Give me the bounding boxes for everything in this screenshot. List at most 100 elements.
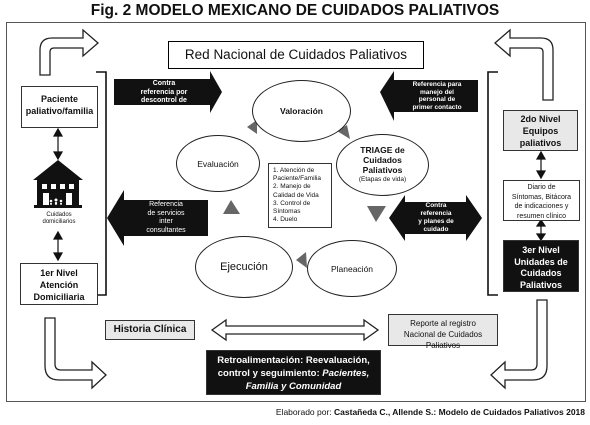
second-level-diary-link-arrow bbox=[535, 150, 547, 180]
national-registry-report-box: Reporte al registro Nacional de Cuidados… bbox=[388, 314, 498, 350]
cycle-arrow-evaluacion-valoracion bbox=[247, 120, 257, 134]
care-goals-line-6: Síntomas bbox=[273, 208, 301, 216]
diary-line-3: de indicaciones y bbox=[514, 203, 569, 210]
left-bracket bbox=[96, 71, 107, 296]
feedback-line-1: Retroalimentación: Reevaluación, bbox=[217, 355, 370, 366]
first-level-box: 1er Nivel Atención Domiciliaria bbox=[20, 263, 98, 305]
counter-referral-plans-arrow bbox=[389, 195, 482, 241]
care-goals-line-3: 2. Manejo de bbox=[273, 183, 311, 191]
referral-consultants-arrow bbox=[107, 190, 208, 246]
credit-prefix: Elaborado por: bbox=[275, 407, 335, 417]
cycle-arrow-ejecucion-evaluacion bbox=[223, 200, 240, 214]
third-level-line-1: 3er Nivel bbox=[522, 245, 560, 255]
credit-suffix: : Modelo de Cuidados Paliativos 2018 bbox=[433, 407, 585, 417]
patient-family-box: Paciente paliativo/familia bbox=[21, 86, 98, 128]
counter-referral-plans-line-4: cuidado bbox=[423, 226, 449, 233]
second-level-line-1: 2do Nivel bbox=[520, 114, 561, 124]
referral-consultants-line-1: Referencia bbox=[149, 201, 183, 208]
referral-consultants-line-3: inter bbox=[159, 218, 173, 225]
evaluacion-node: Evaluación bbox=[176, 135, 260, 192]
bottom-right-elbow-arrow bbox=[490, 299, 548, 390]
cycle-arrow-valoracion-triage bbox=[337, 125, 350, 139]
planeacion-label: Planeación bbox=[330, 263, 374, 274]
second-level-line-3: paliativos bbox=[519, 138, 562, 148]
valoracion-node: Valoración bbox=[252, 80, 351, 142]
network-title-box: Red Nacional de Cuidados Paliativos bbox=[168, 41, 424, 69]
history-report-double-arrow bbox=[210, 318, 380, 342]
diary-line-1: Diario de bbox=[527, 184, 556, 191]
feedback-line-2-prefix: control y seguimiento: bbox=[217, 368, 323, 379]
valoracion-label: Valoración bbox=[280, 106, 323, 116]
third-level-line-2: Unidades de bbox=[514, 256, 568, 267]
triage-node: TRIAGE de Cuidados Paliativos (Etapas de… bbox=[336, 134, 429, 196]
patient-line-2: paliativo/familia bbox=[25, 106, 94, 116]
triage-subtitle: (Etapas de vida) bbox=[358, 176, 407, 183]
care-goals-line-5: 3. Control de bbox=[273, 199, 311, 207]
patient-line-1: Paciente bbox=[40, 94, 79, 104]
triage-line-2: Cuidados bbox=[363, 155, 402, 165]
referral-first-contact-arrow bbox=[380, 71, 478, 121]
home-care-line-1: Cuidados bbox=[46, 212, 72, 218]
feedback-line-3: Familia y Comunidad bbox=[207, 380, 380, 393]
counter-referral-line-2: referencia por bbox=[140, 88, 188, 96]
care-goals-list: 1. Atención de Paciente/Familia 2. Manej… bbox=[268, 163, 332, 228]
care-goals-line-2: Paciente/Familia bbox=[273, 175, 322, 183]
third-level-line-4: Paliativos bbox=[519, 279, 563, 290]
counter-referral-plans-label: Contra referencia y planes de cuidado bbox=[405, 202, 467, 234]
evaluacion-label: Evaluación bbox=[197, 158, 239, 169]
bottom-left-elbow-arrow bbox=[44, 317, 107, 390]
home-care-label: Cuidados domiciliarios bbox=[22, 212, 96, 226]
care-goals-line-7: 4. Duelo bbox=[273, 216, 298, 224]
feedback-box: Retroalimentación: Reevaluación, control… bbox=[206, 350, 381, 395]
first-level-line-3: Domiciliaria bbox=[33, 292, 85, 302]
feedback-line-2: control y seguimiento: Pacientes, bbox=[207, 367, 380, 380]
counter-referral-label: Contra referencia por descontrol de sínt… bbox=[116, 80, 212, 114]
care-goals-line-1: 1. Atención de bbox=[273, 167, 315, 174]
referral-consultants-line-2: de servicios bbox=[147, 209, 185, 217]
clinical-history-box: Historia Clínica bbox=[105, 320, 195, 340]
counter-referral-plans-line-3: y planes de bbox=[418, 218, 454, 225]
diary-line-4: resumen clínico bbox=[516, 212, 567, 220]
triage-line-3: Paliativos bbox=[362, 165, 403, 175]
report-line-1: Reporte al registro bbox=[410, 319, 476, 328]
planeacion-node: Planeación bbox=[307, 240, 397, 297]
report-line-2: Nacional de Cuidados bbox=[403, 330, 483, 339]
counter-referral-plans-line-1: Contra bbox=[425, 202, 447, 209]
diary-line-2: Síntomas, Bitácora bbox=[511, 193, 572, 201]
counter-referral-line-1: Contra bbox=[152, 80, 176, 87]
cycle-arrow-triage-planeacion bbox=[367, 206, 386, 222]
credit-line: Elaborado por: Castañeda C., Allende S.:… bbox=[205, 407, 585, 417]
patient-house-link-arrow bbox=[52, 127, 64, 161]
ejecucion-node: Ejecución bbox=[195, 236, 293, 298]
referral-consultants-label: Referencia de servicios inter consultant… bbox=[126, 201, 206, 235]
diary-third-level-link-arrow bbox=[535, 218, 547, 242]
referral-first-contact-line-2: manejo del bbox=[420, 88, 454, 96]
second-level-line-2: Equipos bbox=[522, 126, 559, 136]
ejecucion-label: Ejecución bbox=[220, 261, 268, 273]
feedback-line-2-italic: Pacientes, bbox=[322, 368, 370, 379]
top-right-elbow-arrow bbox=[494, 28, 554, 101]
counter-referral-line-3: descontrol de bbox=[141, 97, 187, 104]
third-level-box: 3er Nivel Unidades de Cuidados Paliativo… bbox=[503, 240, 579, 292]
referral-consultants-line-4: consultantes bbox=[146, 226, 186, 234]
third-level-line-3: Cuidados bbox=[520, 268, 562, 278]
report-line-3: Paliativos bbox=[425, 341, 461, 350]
referral-first-contact-line-4: primer contacto bbox=[412, 103, 462, 111]
counter-referral-arrow bbox=[114, 71, 222, 113]
house-first-level-link-arrow bbox=[52, 230, 64, 262]
care-goals-line-4: Calidad de Vida bbox=[273, 191, 319, 199]
second-level-box: 2do Nivel Equipos paliativos bbox=[503, 110, 578, 151]
top-left-elbow-arrow bbox=[39, 28, 99, 76]
home-care-line-2: domiciliarios bbox=[42, 219, 76, 225]
counter-referral-line-4: síntomas bbox=[148, 105, 180, 113]
credit-authors: Castañeda C., Allende S. bbox=[334, 407, 434, 417]
triage-line-1: TRIAGE de bbox=[360, 145, 405, 155]
cycle-arrow-planeacion-ejecucion bbox=[296, 252, 307, 268]
house-icon bbox=[33, 160, 83, 208]
diagram-frame bbox=[6, 22, 586, 402]
referral-first-contact-line-1: Referencia para bbox=[412, 81, 462, 88]
first-level-line-2: Atención bbox=[39, 280, 79, 290]
counter-referral-plans-line-2: referencia bbox=[420, 210, 452, 217]
referral-first-contact-line-3: personal de bbox=[418, 96, 456, 104]
